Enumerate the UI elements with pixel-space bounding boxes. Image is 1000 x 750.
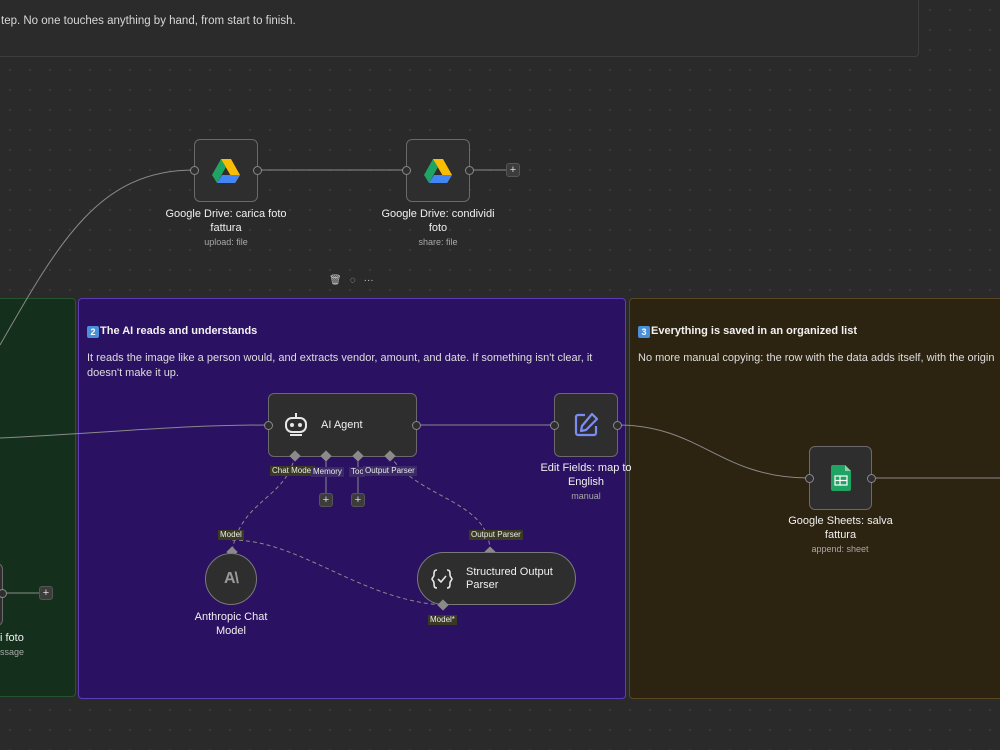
keycap-badge: 3	[638, 326, 650, 338]
chat-model-port-label: Chat Model	[270, 466, 315, 476]
edit-fields-node[interactable]	[554, 393, 618, 457]
drive-upload-title: Google Drive: carica foto fattura	[165, 208, 287, 234]
drive-share-output-port[interactable]	[465, 166, 474, 175]
anthropic-chat-model-node[interactable]: A\	[205, 553, 257, 605]
drive-share-subtitle: share: file	[418, 237, 458, 247]
ai-agent-node[interactable]: AI Agent	[268, 393, 417, 457]
memory-port-label: Memory	[311, 467, 344, 477]
robot-icon	[285, 413, 307, 436]
google-sheets-node[interactable]	[809, 446, 872, 510]
drive-share-node[interactable]	[406, 139, 470, 202]
edit-pencil-icon	[574, 412, 599, 437]
add-node-button[interactable]: +	[506, 163, 520, 177]
model-port-label: Model	[218, 530, 244, 540]
output-parser-port-label: Output Parser	[363, 466, 417, 476]
drive-upload-subtitle: upload: file	[204, 237, 248, 247]
model-required-port-label: Model*	[428, 615, 457, 625]
ai-agent-title: AI Agent	[321, 419, 363, 431]
sticky-note-green[interactable]	[0, 298, 76, 697]
sticky-toolbar: 🗑 ◌ ···	[329, 275, 382, 286]
top-note-text: tep. No one touches anything by hand, fr…	[1, 15, 296, 27]
sticky-save-body: No more manual copying: the row with the…	[638, 352, 995, 364]
parser-title: Structured Output Parser	[466, 566, 553, 591]
drive-share-input-port[interactable]	[402, 166, 411, 175]
sheets-title: Google Sheets: salva fattura	[788, 515, 893, 541]
delete-icon[interactable]: 🗑	[329, 275, 342, 286]
drive-share-title: Google Drive: condividi foto	[381, 208, 495, 234]
output-parser-input-label: Output Parser	[469, 530, 523, 540]
top-sticky-note[interactable]: tep. No one touches anything by hand, fr…	[0, 0, 919, 57]
anthropic-title: Anthropic Chat Model	[194, 611, 268, 637]
sticky-ai-body: It reads the image like a person would, …	[87, 352, 593, 379]
edit-fields-subtitle: manual	[571, 491, 601, 501]
drive-upload-node[interactable]	[194, 139, 258, 202]
add-tool-button[interactable]: +	[351, 493, 365, 507]
more-options-icon[interactable]: ···	[363, 275, 374, 286]
google-drive-icon	[424, 158, 452, 183]
sheets-output-port[interactable]	[867, 474, 876, 483]
partial-left-output-port[interactable]	[0, 589, 7, 598]
ai-agent-output-port[interactable]	[412, 421, 421, 430]
sheets-input-port[interactable]	[805, 474, 814, 483]
structured-output-parser-node[interactable]: Structured Output Parser	[417, 552, 576, 605]
edit-fields-output-port[interactable]	[613, 421, 622, 430]
edit-fields-title: Edit Fields: map to English	[540, 462, 632, 488]
add-memory-button[interactable]: +	[319, 493, 333, 507]
drive-upload-output-port[interactable]	[253, 166, 262, 175]
sheets-subtitle: append: sheet	[811, 544, 869, 554]
color-icon[interactable]: ◌	[349, 275, 356, 286]
json-braces-check-icon	[431, 569, 453, 589]
google-drive-icon	[212, 158, 240, 183]
edit-fields-input-port[interactable]	[550, 421, 559, 430]
drive-upload-input-port[interactable]	[190, 166, 199, 175]
tool-port-label: Tool	[349, 467, 365, 477]
anthropic-logo-icon: A\	[224, 570, 239, 587]
partial-left-title: i foto	[0, 632, 24, 644]
add-node-button-left[interactable]: +	[39, 586, 53, 600]
ai-agent-input-port[interactable]	[264, 421, 273, 430]
google-sheets-icon	[830, 465, 851, 491]
keycap-badge: 2	[87, 326, 99, 338]
partial-left-subtitle: ssage	[0, 647, 25, 657]
